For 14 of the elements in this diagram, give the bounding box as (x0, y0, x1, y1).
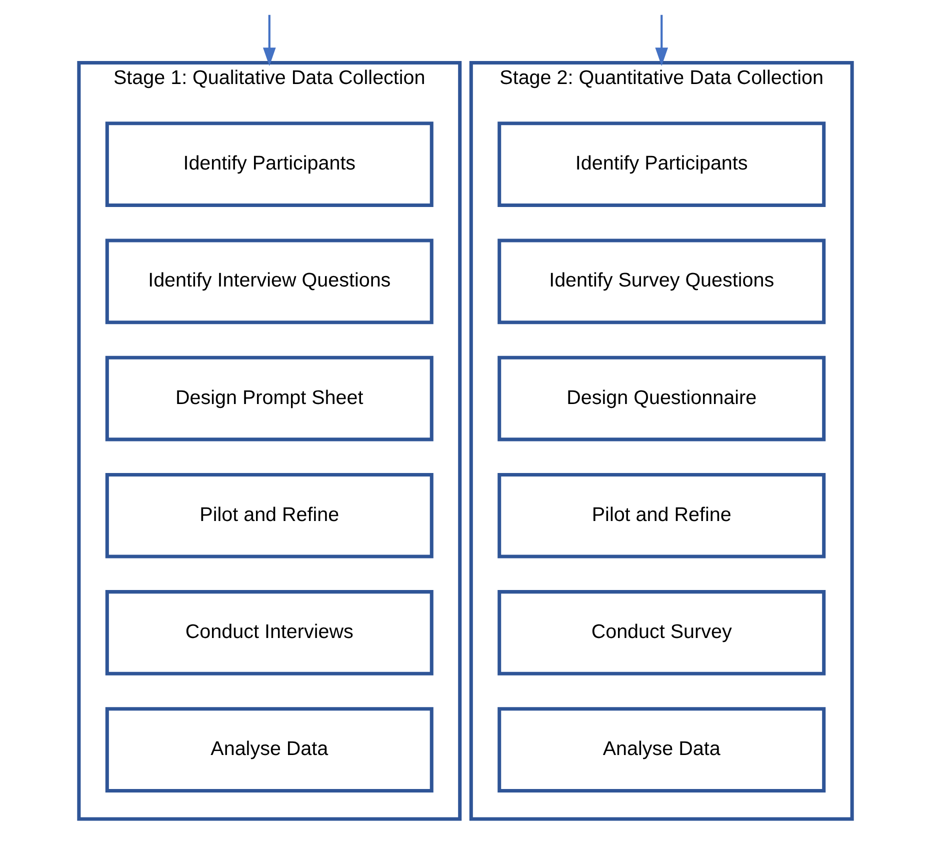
node-box: Analyse Data (105, 707, 434, 792)
node-box: Pilot and Refine (498, 472, 826, 558)
arrow (262, 14, 276, 66)
node-box: Identify Survey Questions (498, 238, 826, 324)
node-box: Conduct Interviews (105, 590, 434, 676)
node-box: Analyse Data (498, 707, 826, 792)
arrow (655, 14, 668, 66)
node-box: Design Questionnaire (498, 356, 826, 442)
node-box: Pilot and Refine (105, 472, 434, 558)
node-box: Design Prompt Sheet (105, 356, 434, 442)
node-box: Identify Participants (498, 122, 826, 207)
node-box: Identify Participants (105, 122, 434, 207)
node-box: Identify Interview Questions (105, 238, 434, 324)
node-box: Conduct Survey (498, 590, 826, 676)
